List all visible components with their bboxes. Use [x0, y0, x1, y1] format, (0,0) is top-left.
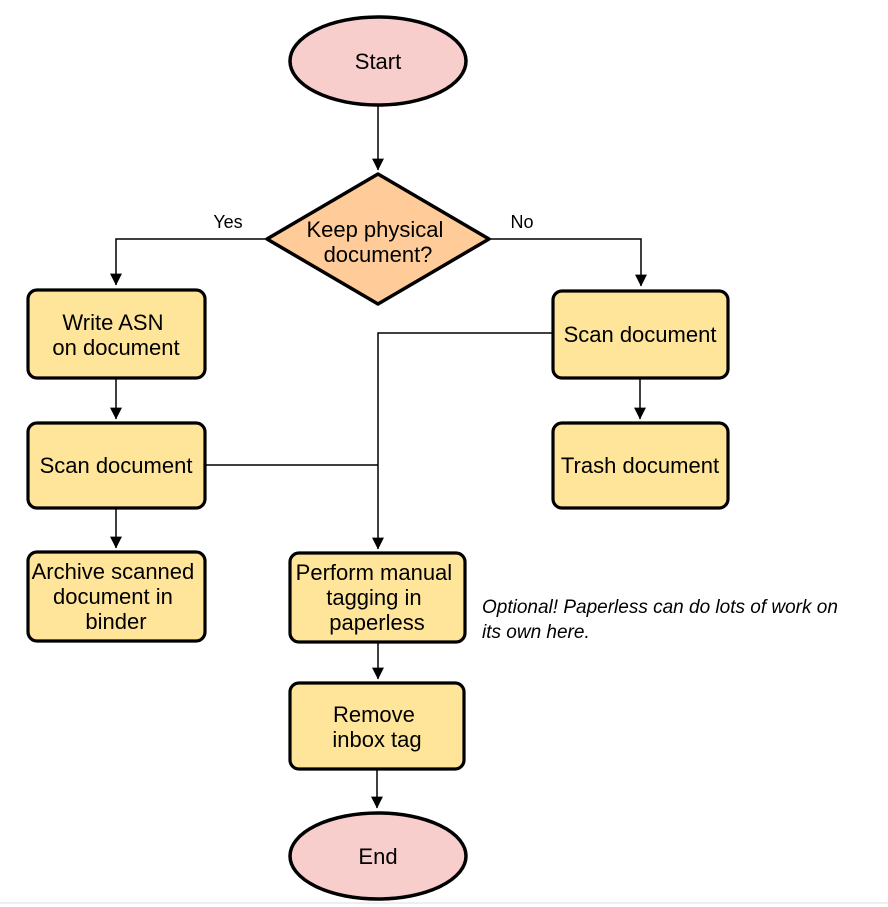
archive-label: Archive scanned document in binder: [32, 559, 201, 634]
edge-label-yes: Yes: [213, 212, 242, 232]
node-end: End: [288, 811, 468, 901]
remove-inbox-label: Remove inbox tag: [332, 702, 421, 752]
tagging-label-line1: Perform manual: [296, 560, 453, 585]
decision-diamond-shape: [265, 172, 491, 306]
edges: [110, 105, 647, 809]
remove-inbox-label-line2: inbox tag: [332, 727, 421, 752]
edge-decision-no: [489, 238, 647, 287]
node-write-asn: Write ASN on document: [26, 288, 207, 380]
optional-note: Optional! Paperless can do lots of work …: [482, 597, 843, 643]
edge-label-no: No: [510, 212, 533, 232]
start-terminator-shape: [288, 15, 468, 107]
decision-label: Keep physical document?: [306, 217, 449, 267]
remove-inbox-label-line1: Remove: [333, 702, 415, 727]
trash-process-shape: [551, 421, 730, 510]
start-label: Start: [355, 49, 401, 74]
node-decision: Keep physical document?: [265, 172, 491, 306]
optional-note-line2: its own here.: [482, 622, 590, 643]
tagging-label: Perform manual tagging in paperless: [296, 560, 459, 635]
remove-inbox-process-shape: [288, 681, 466, 771]
archive-label-line2: document in: [53, 584, 173, 609]
optional-note-line1: Optional! Paperless can do lots of work …: [482, 597, 838, 618]
scan-left-label: Scan document: [40, 453, 193, 478]
write-asn-label-line2: on document: [52, 335, 179, 360]
node-scan-right: Scan document: [551, 289, 730, 380]
edge-scanright-to-tagging: [372, 332, 553, 550]
tagging-label-line3: paperless: [329, 610, 424, 635]
tagging-label-line2: tagging in: [326, 585, 421, 610]
write-asn-label: Write ASN on document: [52, 310, 179, 360]
tagging-process-shape: [288, 551, 467, 644]
archive-label-line3: binder: [85, 609, 146, 634]
scan-right-process-shape: [551, 289, 730, 380]
edge-decision-yes: [110, 238, 267, 286]
write-asn-label-line1: Write ASN: [62, 310, 163, 335]
node-start: Start: [288, 15, 468, 107]
node-scan-left: Scan document: [26, 421, 207, 510]
archive-process-shape: [26, 550, 207, 643]
end-terminator-shape: [288, 811, 468, 901]
write-asn-process-shape: [26, 288, 207, 380]
node-archive: Archive scanned document in binder: [26, 550, 207, 643]
decision-label-line2: document?: [324, 242, 433, 267]
trash-label: Trash document: [561, 453, 719, 478]
scan-left-process-shape: [26, 421, 207, 510]
node-remove-inbox: Remove inbox tag: [288, 681, 466, 771]
bottom-hairline: [0, 902, 888, 904]
scan-right-label: Scan document: [564, 322, 717, 347]
node-tagging: Perform manual tagging in paperless: [288, 551, 467, 644]
end-label: End: [358, 844, 397, 869]
decision-label-line1: Keep physical: [306, 217, 443, 242]
node-trash: Trash document: [551, 421, 730, 510]
archive-label-line1: Archive scanned: [32, 559, 195, 584]
